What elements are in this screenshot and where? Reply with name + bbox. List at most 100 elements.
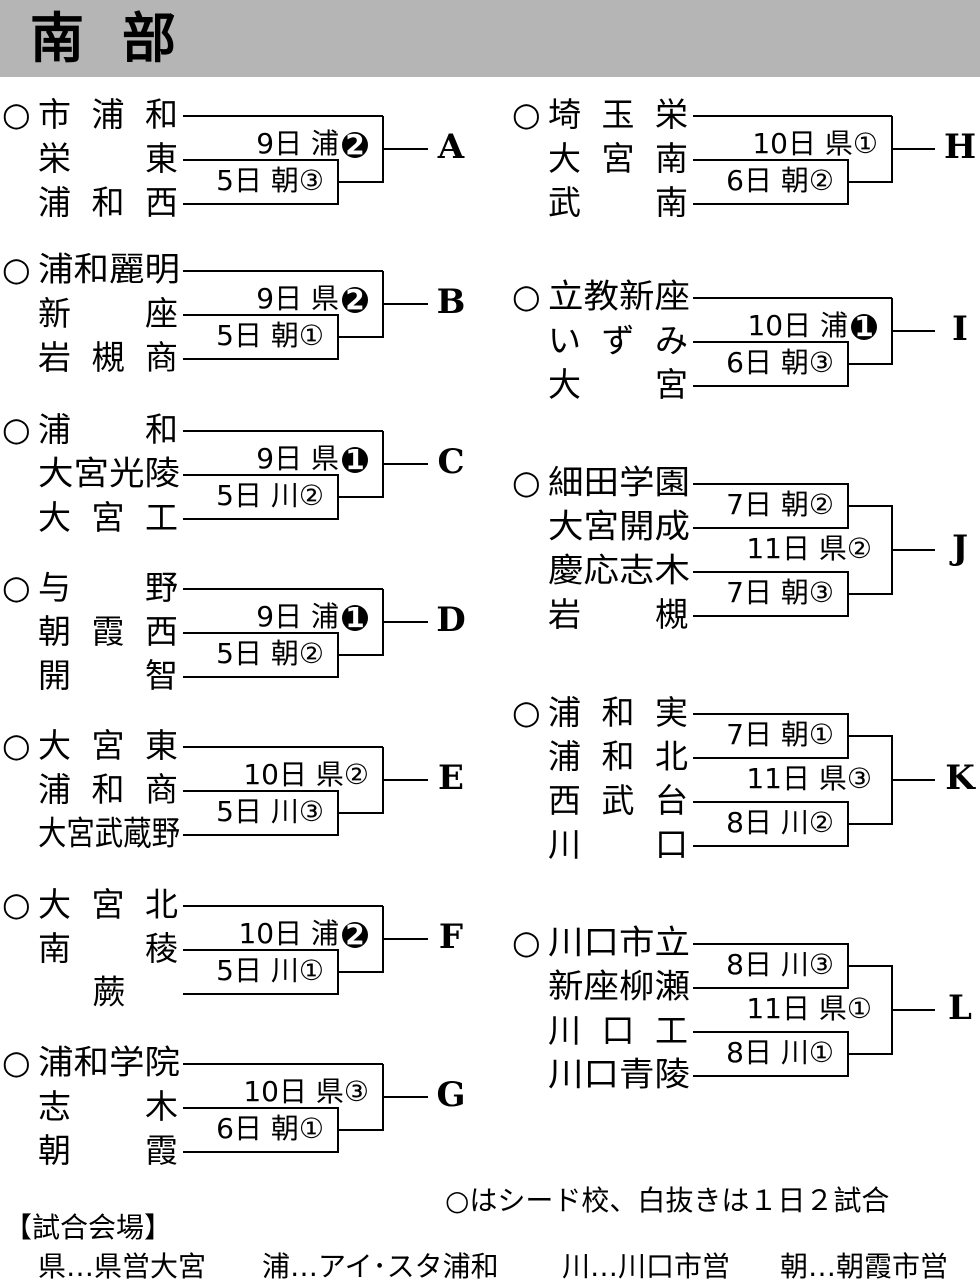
team-name-char: 宮 [655,365,688,404]
team-name-char: 宮 [92,726,125,765]
team-name-10-1: 浦和北 [548,737,688,776]
game-number: 2 [345,283,364,316]
seed-mark: ○ [2,250,31,289]
team-name-char: ず [602,321,635,360]
team-name-char: 開 [38,656,71,695]
team-name-5-2: 蕨 [93,973,126,1012]
team-name-11-3: 川口青陵 [548,1055,690,1094]
team-name-char: 浦 [38,410,71,449]
team-name-10-0: 浦和実 [548,693,688,732]
team-name-char: 東 [145,726,178,765]
team-name-char: い [548,321,581,360]
team-name-11-0: 川口市立 [548,923,690,962]
team-name-char: 川 [548,1011,581,1050]
team-name-char: 南 [655,139,688,178]
team-name-char: 野 [145,568,178,607]
final-match-label: 9日 浦 [256,600,339,633]
bracket-letter: C [437,442,464,482]
team-name-2-0: 浦和 [38,410,178,449]
team-name-3-1: 朝霞西 [38,612,178,651]
team-name-char: 稜 [145,929,178,968]
seed-mark: ○ [512,463,541,502]
team-name-char: 台 [655,781,688,820]
game-number: 1 [345,601,364,634]
team-name-6-0: 浦和学院 [38,1043,180,1082]
team-name-char: 与 [38,568,71,607]
team-name-8-2: 大宮 [548,365,688,404]
first-match-label: 7日 朝③ [726,576,834,609]
team-name-char: 大 [38,885,71,924]
team-name-10-3: 川口 [548,825,688,864]
team-name-char: 宮 [602,139,635,178]
team-name-1-0: 浦和麗明 [38,250,180,289]
team-name-7-0: 埼玉栄 [548,95,688,134]
team-name-char: 和 [92,183,125,222]
first-match-label: 5日 川③ [216,795,324,828]
team-name-char: 大 [38,498,71,537]
bracket-line [338,1064,384,1131]
final-match-label: 9日 県 [256,442,339,475]
team-name-char: 和 [602,693,635,732]
final-match-label: 10日 県② [243,758,369,791]
page-title: 南部 [30,7,214,70]
game-number-badge [342,447,368,473]
bracket-letter: F [439,917,463,957]
first-match-label: 5日 朝③ [216,164,324,197]
venue-item-ura: 浦…アイ･スタ浦和 [262,1250,499,1283]
seed-mark: ○ [2,95,31,134]
team-name-char: 北 [655,737,688,776]
team-name-char: 宮 [92,885,125,924]
team-name-char: 西 [145,612,178,651]
final-match-label: 11日 県② [746,532,872,565]
team-name-char: 浦 [92,95,125,134]
venue-item-ken: 県…県営大宮 [38,1250,207,1283]
bracket-line [338,589,384,656]
team-name-char: 工 [145,498,178,537]
bracket-line [338,747,384,814]
team-name-char: 霞 [92,612,125,651]
bracket-line [338,906,384,973]
team-name-char: 和 [602,737,635,776]
team-name-char: 北 [145,885,178,924]
team-name-char: 栄 [655,95,688,134]
first-match-label: 6日 朝③ [726,346,834,379]
team-name-char: 和 [145,95,178,134]
team-name-3-0: 与野 [38,568,178,607]
team-name-char: 口 [655,825,688,864]
final-match-label: 10日 浦 [238,917,339,950]
team-name-char: 槻 [92,338,125,377]
team-name-4-2: 大宮武蔵野 [38,814,180,853]
team-name-0-2: 浦和西 [38,183,178,222]
seed-mark: ○ [2,568,31,607]
team-name-8-1: いずみ [548,321,688,360]
bracket-letter: H [944,127,976,167]
team-name-char: 工 [655,1011,688,1050]
team-name-char: 川 [548,825,581,864]
first-match-label: 8日 川③ [726,948,834,981]
bracket-letter: L [948,988,972,1028]
team-name-char: 岩 [38,338,71,377]
venue-heading: 【試合会場】 [4,1211,173,1244]
team-name-char: 南 [38,929,71,968]
first-match-label: 5日 川② [216,479,324,512]
team-name-char: 玉 [602,95,635,134]
team-name-1-2: 岩槻商 [38,338,178,377]
team-name-char: 大 [548,365,581,404]
team-name-9-2: 慶応志木 [548,551,690,590]
team-name-char: 座 [145,294,178,333]
team-name-8-0: 立教新座 [548,277,690,316]
team-name-char: 和 [92,770,125,809]
team-name-0-0: 市浦和 [38,95,178,134]
team-name-char: 霞 [145,1131,178,1170]
bracket-letter: G [436,1075,465,1115]
team-name-11-2: 川口工 [548,1011,688,1050]
game-number: 2 [345,918,364,951]
team-name-char: 西 [548,781,581,820]
team-name-11-1: 新座柳瀬 [548,967,690,1006]
final-match-label: 11日 県③ [746,762,872,795]
seed-mark: ○ [2,410,31,449]
team-name-char: 槻 [655,595,688,634]
bracket-line [848,298,893,365]
game-number-badge [851,314,877,340]
team-name-9-0: 細田学園 [548,463,690,502]
